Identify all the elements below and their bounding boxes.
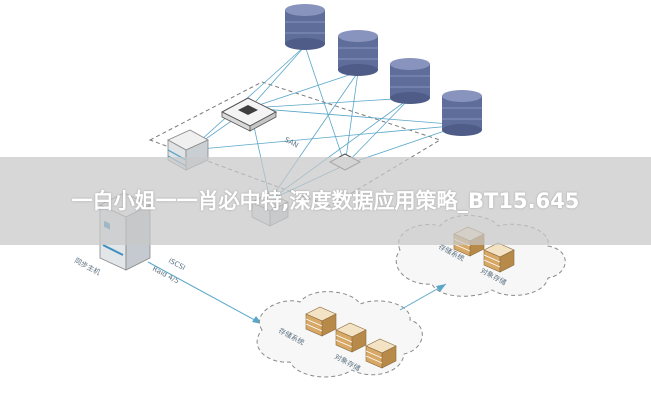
page-title: 一白小姐一一肖必中特,深度数据应用策略_BT15.645 — [71, 189, 580, 213]
storage-rack-icon — [335, 322, 367, 353]
san-switch-icon — [220, 97, 278, 132]
storage-rack-icon — [365, 338, 397, 369]
arrow-head-icon — [436, 284, 446, 292]
host-label: 同步主机 — [73, 256, 102, 277]
storage-rack-icon — [305, 306, 337, 337]
database-icon — [442, 90, 482, 136]
host-link — [147, 261, 263, 325]
storage-rack-icon — [483, 242, 515, 273]
database-icon — [390, 58, 430, 104]
title-banner: 一白小姐一一肖必中特,深度数据应用策略_BT15.645 — [0, 157, 651, 245]
san-label: SAN — [283, 136, 300, 150]
database-icon — [285, 4, 325, 50]
link-label-iscsi: iSCSI — [167, 257, 186, 272]
database-icon — [338, 30, 378, 76]
